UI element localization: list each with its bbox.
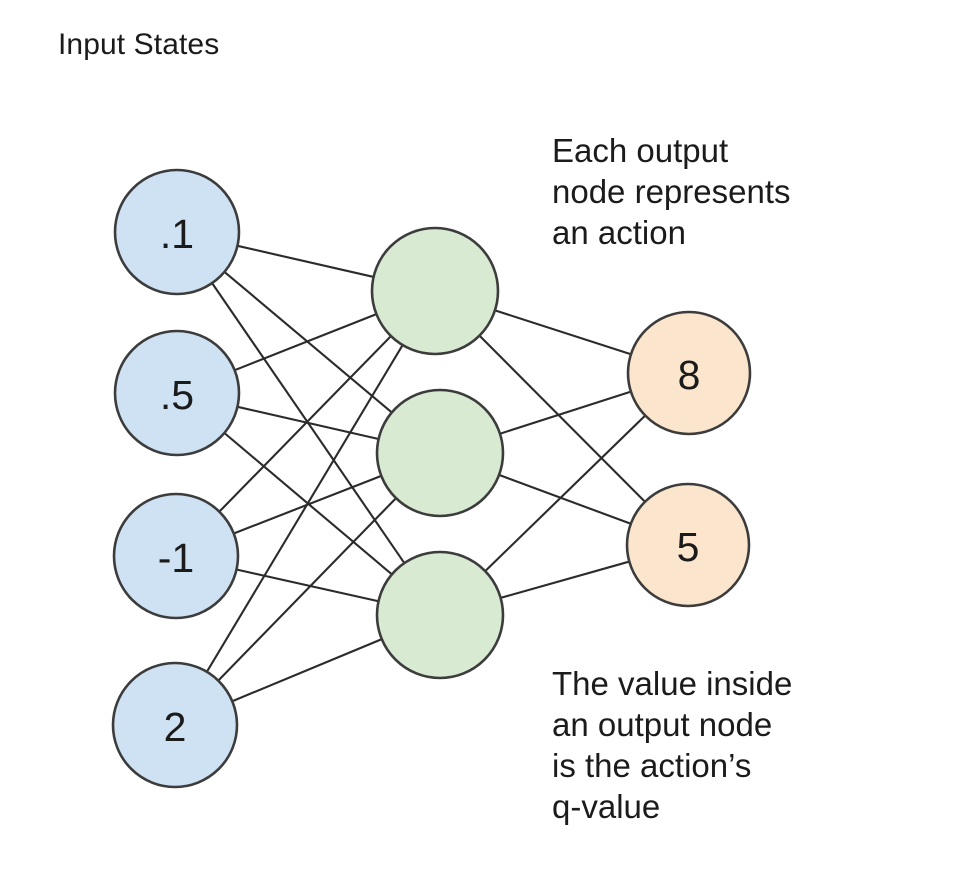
input-node-label-3: -1 bbox=[158, 535, 194, 581]
input-node-label-2: .5 bbox=[160, 372, 194, 418]
hidden-node-circle-2[interactable] bbox=[375, 388, 505, 518]
edge-input-1-to-hidden-0 bbox=[234, 313, 377, 372]
output-node-2[interactable]: 5 bbox=[625, 482, 751, 608]
annotation-q-value: The value inside an output node is the a… bbox=[552, 665, 793, 825]
input-node-1[interactable]: .1 bbox=[113, 168, 241, 296]
edge-input-2-to-hidden-2 bbox=[236, 568, 379, 603]
edge-hidden-1-to-output-1 bbox=[498, 473, 632, 525]
input-node-2[interactable]: .5 bbox=[113, 329, 241, 457]
input-node-4[interactable]: 2 bbox=[111, 661, 239, 789]
input-node-circle-2[interactable] bbox=[113, 329, 241, 457]
edge-hidden-0-to-output-0 bbox=[494, 309, 632, 356]
output-node-circle-1[interactable] bbox=[626, 310, 752, 436]
edge-hidden-2-to-output-0 bbox=[484, 414, 646, 572]
edge-input-1-to-hidden-1 bbox=[237, 405, 379, 441]
output-node-circle-2[interactable] bbox=[625, 482, 751, 608]
edge-input-3-to-hidden-1 bbox=[217, 497, 397, 682]
input-node-3[interactable]: -1 bbox=[112, 492, 240, 620]
input-node-label-4: 2 bbox=[164, 704, 187, 750]
hidden-node-circle-1[interactable] bbox=[370, 226, 500, 356]
edges-group bbox=[205, 244, 646, 703]
edge-hidden-1-to-output-0 bbox=[499, 390, 632, 435]
output-node-1[interactable]: 8 bbox=[626, 310, 752, 436]
nodes-group: .1 .5 -1 2 8 5 bbox=[111, 168, 752, 789]
edge-input-0-to-hidden-0 bbox=[237, 244, 374, 278]
hidden-node-2[interactable] bbox=[375, 388, 505, 518]
input-node-circle-1[interactable] bbox=[113, 168, 241, 296]
output-node-label-2: 5 bbox=[677, 524, 700, 570]
hidden-node-circle-3[interactable] bbox=[375, 550, 505, 680]
input-node-circle-4[interactable] bbox=[111, 661, 239, 789]
output-node-label-1: 8 bbox=[678, 352, 701, 398]
input-node-label-1: .1 bbox=[160, 211, 194, 257]
hidden-node-1[interactable] bbox=[370, 226, 500, 356]
edge-hidden-0-to-output-1 bbox=[478, 334, 646, 503]
edge-hidden-2-to-output-1 bbox=[500, 560, 630, 599]
edge-input-2-to-hidden-0 bbox=[218, 335, 392, 513]
edge-input-3-to-hidden-0 bbox=[205, 344, 404, 673]
edge-input-3-to-hidden-2 bbox=[231, 638, 383, 703]
input-node-circle-3[interactable] bbox=[112, 492, 240, 620]
input-states-title: Input States bbox=[58, 28, 220, 61]
annotation-output-node-action: Each output node represents an action bbox=[552, 132, 791, 251]
hidden-node-3[interactable] bbox=[375, 550, 505, 680]
